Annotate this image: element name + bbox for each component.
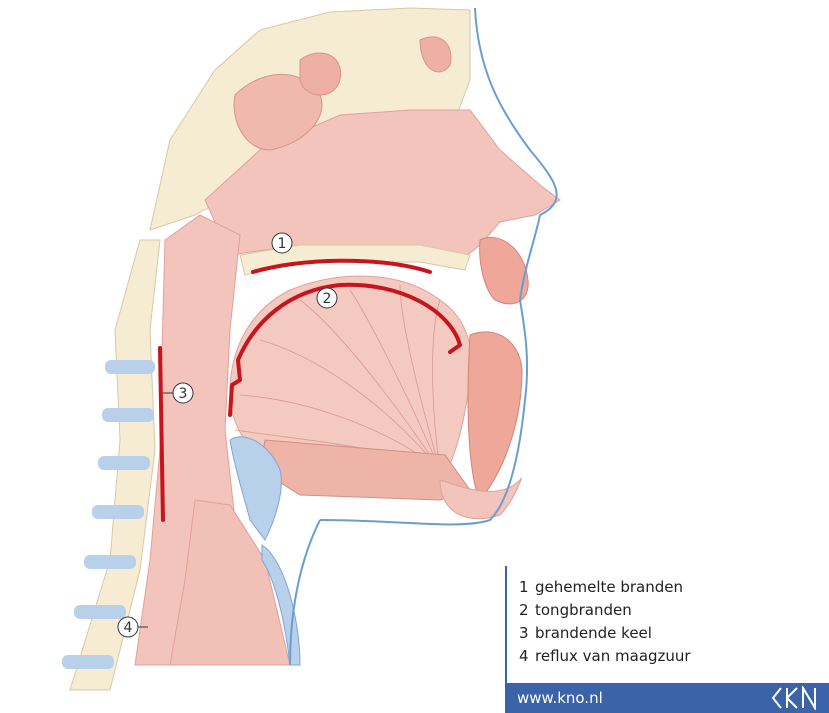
intervertebral-disc — [105, 360, 155, 374]
legend-number: 1 — [519, 576, 535, 599]
callout-1: 1 — [272, 233, 292, 253]
website-link[interactable]: www.kno.nl — [517, 689, 603, 707]
intervertebral-disc — [62, 655, 114, 669]
kno-logo-icon — [771, 686, 819, 710]
legend-text: gehemelte branden — [535, 576, 683, 599]
legend-text: brandende keel — [535, 622, 652, 645]
legend-text: tongbranden — [535, 599, 632, 622]
sinus — [300, 53, 341, 95]
legend-text: reflux van maagzuur — [535, 645, 691, 668]
callout-label: 4 — [124, 620, 133, 636]
legend-number: 2 — [519, 599, 535, 622]
callout-2: 2 — [317, 288, 337, 308]
brand-bar: www.kno.nl — [507, 683, 829, 713]
intervertebral-disc — [98, 456, 150, 470]
legend-number: 3 — [519, 622, 535, 645]
callout-label: 3 — [179, 386, 188, 402]
intervertebral-disc — [74, 605, 126, 619]
intervertebral-disc — [84, 555, 136, 569]
callout-label: 1 — [278, 236, 287, 252]
lower-lip — [468, 332, 522, 500]
intervertebral-disc — [102, 408, 154, 422]
intervertebral-disc — [92, 505, 144, 519]
callout-label: 2 — [323, 291, 332, 307]
legend-number: 4 — [519, 645, 535, 668]
